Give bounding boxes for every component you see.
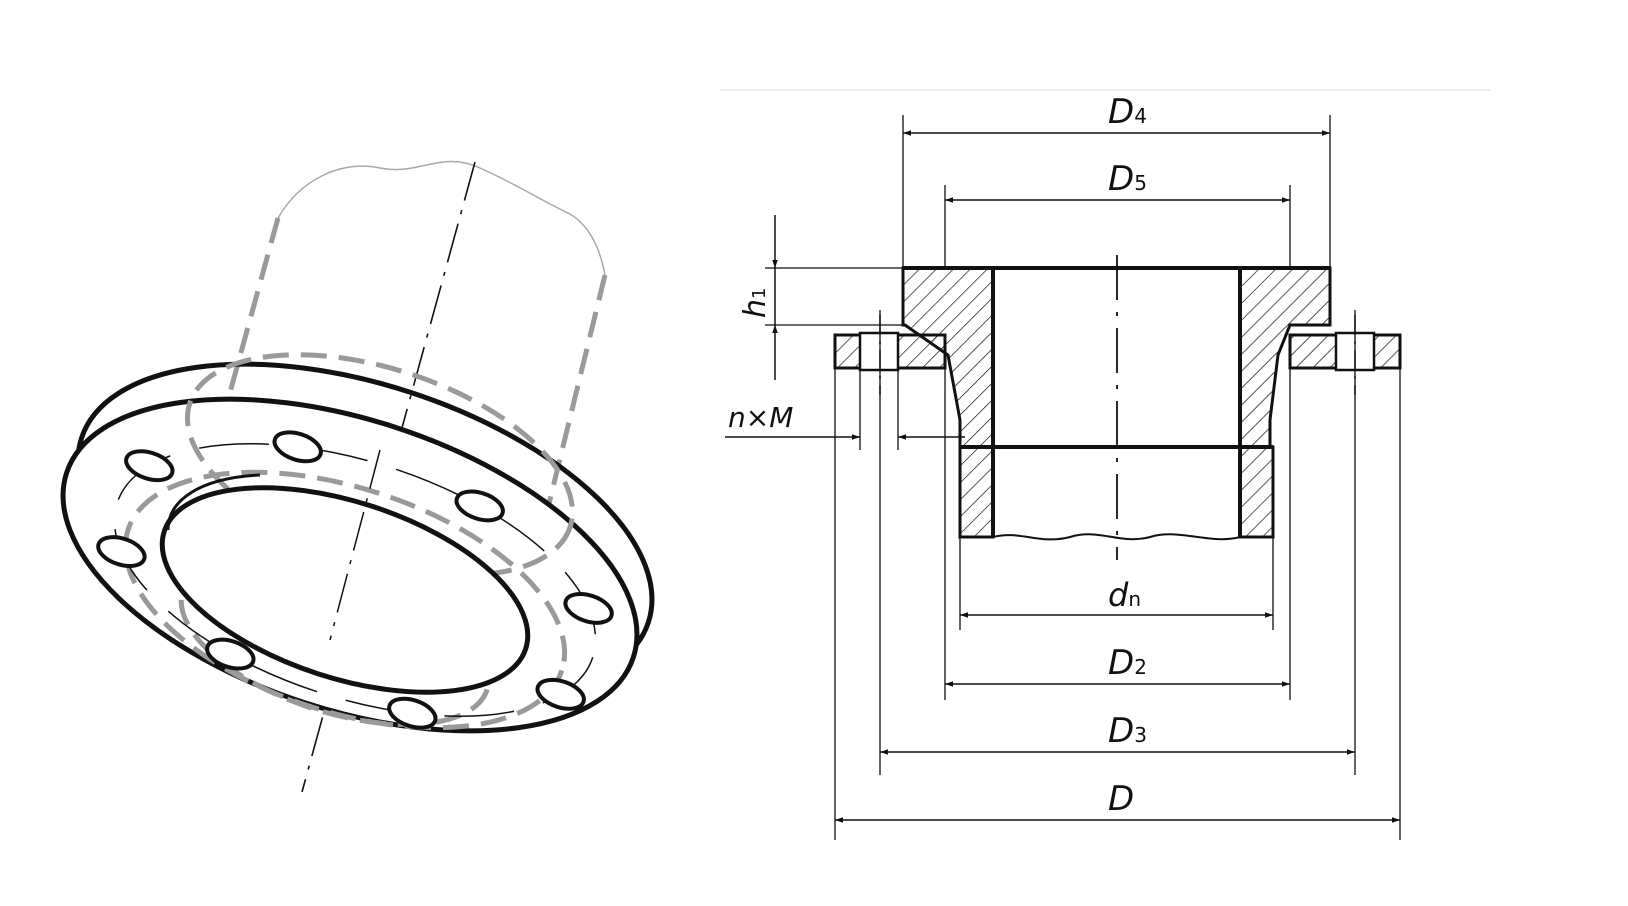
label-dn: dn — [1108, 576, 1141, 614]
label-D3: D3 — [1108, 711, 1147, 751]
bolt-slot-left — [858, 331, 900, 372]
bolt-hole — [563, 591, 614, 625]
bolt-hole — [535, 677, 586, 711]
bolt-circle — [113, 443, 597, 717]
bolt-hole — [96, 535, 147, 569]
bolt-hole — [205, 637, 256, 671]
label-D4: D4 — [1108, 92, 1147, 132]
pipe-break-line — [277, 160, 606, 276]
bolt-hole — [387, 696, 438, 730]
dimension-lines — [725, 130, 1400, 823]
extension-lines — [765, 115, 1401, 840]
label-D5: D5 — [1108, 159, 1147, 199]
bolt-holes — [96, 430, 614, 730]
pipe-hidden-right — [542, 274, 608, 521]
bore-edge — [159, 485, 531, 695]
pipe-section-right — [1238, 445, 1275, 539]
label-D2: D2 — [1108, 643, 1147, 683]
bore-hidden-ring — [178, 553, 492, 727]
bolt-hole — [124, 449, 175, 483]
isometric-view — [60, 160, 655, 793]
section-view: D4 D5 h1 n×M dn D2 D3 D — [720, 89, 1490, 840]
bolt-hole — [272, 430, 323, 464]
dimension-labels: D4 D5 h1 n×M dn D2 D3 D — [728, 92, 1147, 819]
label-h1: h1 — [738, 288, 773, 318]
pipe-section-left — [958, 445, 995, 539]
label-nM: n×M — [728, 401, 793, 434]
label-D: D — [1108, 779, 1134, 819]
bore-axis — [329, 449, 381, 641]
bore-inner-shade — [166, 473, 261, 531]
bolt-hole — [454, 489, 505, 523]
pipe-break-bottom — [992, 533, 1241, 541]
